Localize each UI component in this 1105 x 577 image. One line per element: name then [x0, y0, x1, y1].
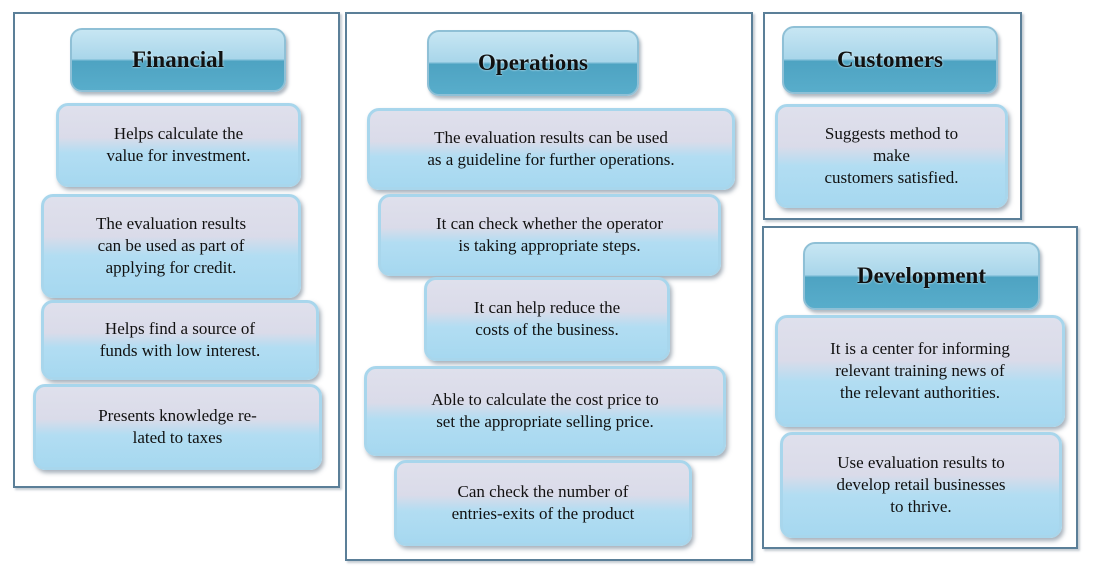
financial-item: Helps calculate the value for investment… [56, 103, 301, 187]
operations-item: It can check whether the operator is tak… [378, 194, 721, 276]
financial-item: The evaluation results can be used as pa… [41, 194, 301, 298]
customers-header: Customers [782, 26, 998, 94]
operations-item: It can help reduce the costs of the busi… [424, 277, 670, 361]
development-item: It is a center for informing relevant tr… [775, 315, 1065, 427]
operations-item: Able to calculate the cost price to set … [364, 366, 726, 456]
operations-header: Operations [427, 30, 639, 96]
development-item: Use evaluation results to develop retail… [780, 432, 1062, 538]
operations-item: Can check the number of entries-exits of… [394, 460, 692, 546]
financial-item: Helps find a source of funds with low in… [41, 300, 319, 380]
operations-item: The evaluation results can be used as a … [367, 108, 735, 190]
financial-header: Financial [70, 28, 286, 92]
development-header: Development [803, 242, 1040, 310]
customers-item: Suggests method to make customers satisf… [775, 104, 1008, 208]
financial-item: Presents knowledge re- lated to taxes [33, 384, 322, 470]
